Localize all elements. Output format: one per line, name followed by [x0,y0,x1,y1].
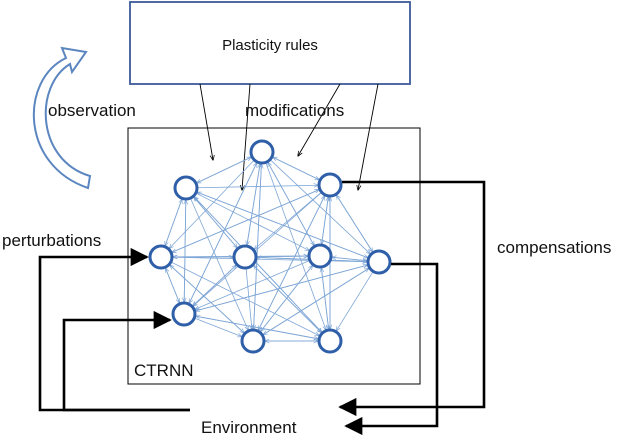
modification-arrows [199,83,379,190]
network-edges [165,157,373,341]
network-edge [196,157,251,184]
network-edge [196,316,319,340]
ctrnn-label: CTRNN [134,361,194,380]
network-edge [194,197,238,249]
network-edge [268,162,315,246]
network-nodes [148,139,392,354]
network-edge [171,261,320,335]
neuron-node [148,244,174,270]
neuron-node [249,139,275,165]
network-edge [172,256,367,261]
network-edge [332,257,368,262]
compensation-output-arrow [338,180,486,417]
network-edge [273,157,320,181]
network-edge [184,200,186,303]
neuron-node [307,243,333,269]
network-edge [336,195,373,253]
neuron-node [317,328,343,354]
network-edge [270,159,371,254]
plasticity-rules-label: Plasticity rules [222,37,318,54]
compensation-output-arrow-2 [344,262,439,436]
network-edge [246,164,260,246]
neuron-node [366,249,392,275]
modifications-label: modifications [245,101,344,120]
environment-label: Environment [201,418,297,437]
observation-loop-arrow [32,46,92,190]
perturbation-input-arrow [38,247,190,412]
plasticity-rules-box [129,1,411,85]
compensations-label: compensations [497,238,611,257]
network-edge [336,271,374,331]
network-edge [196,193,310,250]
neuron-node [232,244,258,270]
network-edge [254,265,322,333]
network-edge [245,268,252,329]
neuron-node [240,328,266,354]
network-edge [321,197,329,245]
perturbation-input-arrow-2 [62,310,190,412]
network-edge [195,265,368,312]
perturbations-label: perturbations [2,231,101,250]
network-edge [170,265,245,334]
network-edge [164,199,182,246]
network-edge [254,192,322,249]
neuron-node [173,175,199,201]
network-edge [192,265,236,307]
network-edge [253,164,262,330]
network-edge [171,190,319,253]
network-edge [195,260,310,310]
observation-label: observation [48,101,136,120]
network-edge [190,198,248,330]
network-edge [197,192,368,259]
network-edge [169,160,254,249]
network-edge [165,268,180,304]
neuron-node [171,301,197,327]
network-edge [195,318,242,336]
network-edge [197,185,318,189]
network-edge [188,163,257,304]
network-edge [321,268,329,330]
neuron-node [317,172,343,198]
network-edge [262,268,369,335]
network-edge [257,196,324,331]
